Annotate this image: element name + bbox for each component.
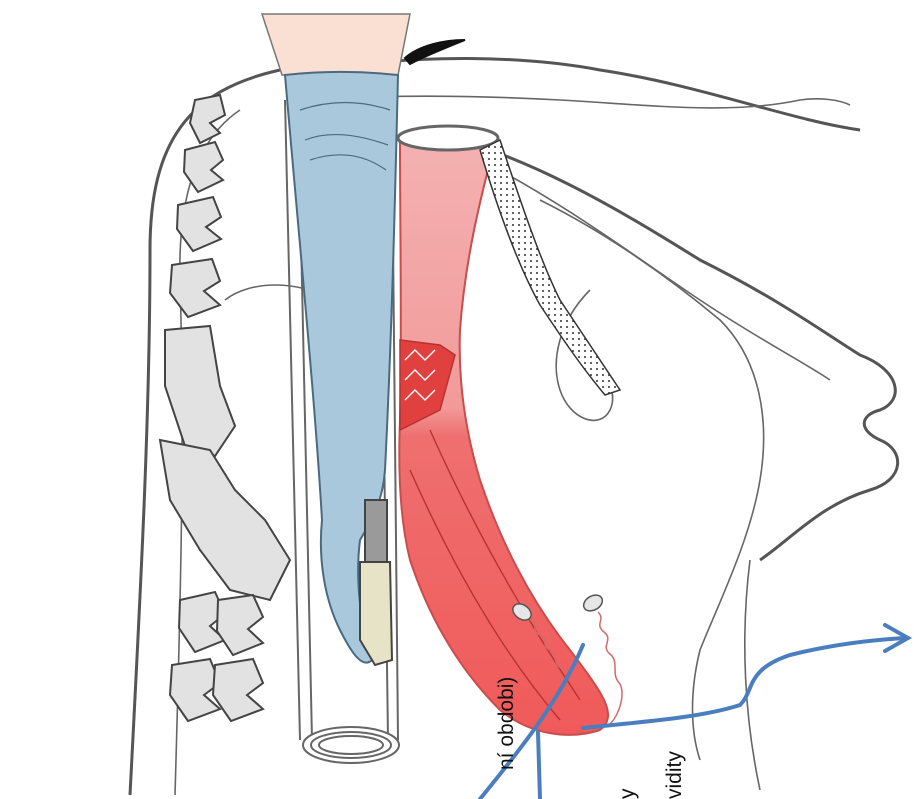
rectum-opening: [398, 126, 498, 150]
dotted-duct: [480, 140, 620, 395]
label-y: y: [617, 789, 638, 799]
ultrasound-probe: [360, 500, 392, 665]
label-activity: vidity: [664, 751, 685, 799]
vertebral-column: [160, 95, 290, 721]
label-period: ní obdobi): [496, 677, 517, 770]
forearm-skin: [262, 14, 410, 75]
